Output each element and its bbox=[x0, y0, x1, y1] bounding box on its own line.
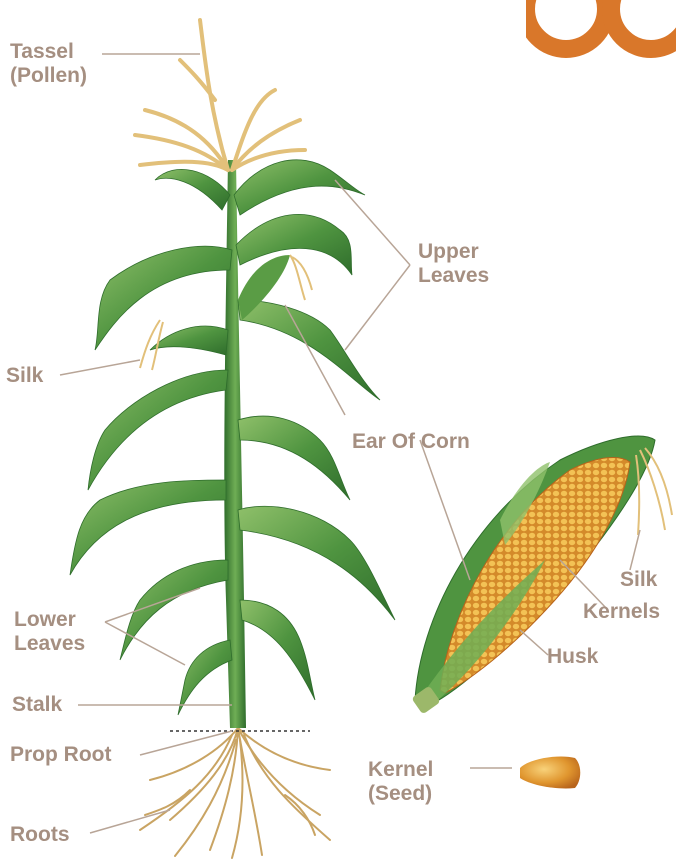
roots-label: Roots bbox=[10, 823, 70, 847]
stalk-label: Stalk bbox=[12, 693, 62, 717]
upper-leaves-label-line1: Upper bbox=[418, 240, 489, 264]
lower-leaves-label-line2: Leaves bbox=[14, 632, 85, 656]
tassel-graphic bbox=[135, 20, 305, 170]
tassel-label-line1: Tassel bbox=[10, 40, 87, 64]
orange-logo-fragment-icon bbox=[526, 0, 676, 64]
kernels-label: Kernels bbox=[583, 600, 660, 624]
upper-leaves-label: Upper Leaves bbox=[418, 240, 489, 288]
upper-leaves-label-line2: Leaves bbox=[418, 264, 489, 288]
prop-root-label: Prop Root bbox=[10, 743, 111, 767]
lower-leaves-label: Lower Leaves bbox=[14, 608, 85, 656]
tassel-label-line2: (Pollen) bbox=[10, 64, 87, 88]
kernel-seed-label: Kernel (Seed) bbox=[368, 758, 433, 806]
kernel-seed-label-line2: (Seed) bbox=[368, 782, 433, 806]
husk-label: Husk bbox=[547, 645, 598, 669]
leader-lines bbox=[60, 54, 640, 833]
silk-right-label: Silk bbox=[620, 568, 657, 592]
kernel-seed-graphic bbox=[520, 756, 580, 788]
lower-leaves-label-line1: Lower bbox=[14, 608, 85, 632]
kernel-seed-label-line1: Kernel bbox=[368, 758, 433, 782]
silk-left-label: Silk bbox=[6, 364, 43, 388]
tassel-label: Tassel (Pollen) bbox=[10, 40, 87, 88]
ear-of-corn-label: Ear Of Corn bbox=[352, 430, 470, 454]
